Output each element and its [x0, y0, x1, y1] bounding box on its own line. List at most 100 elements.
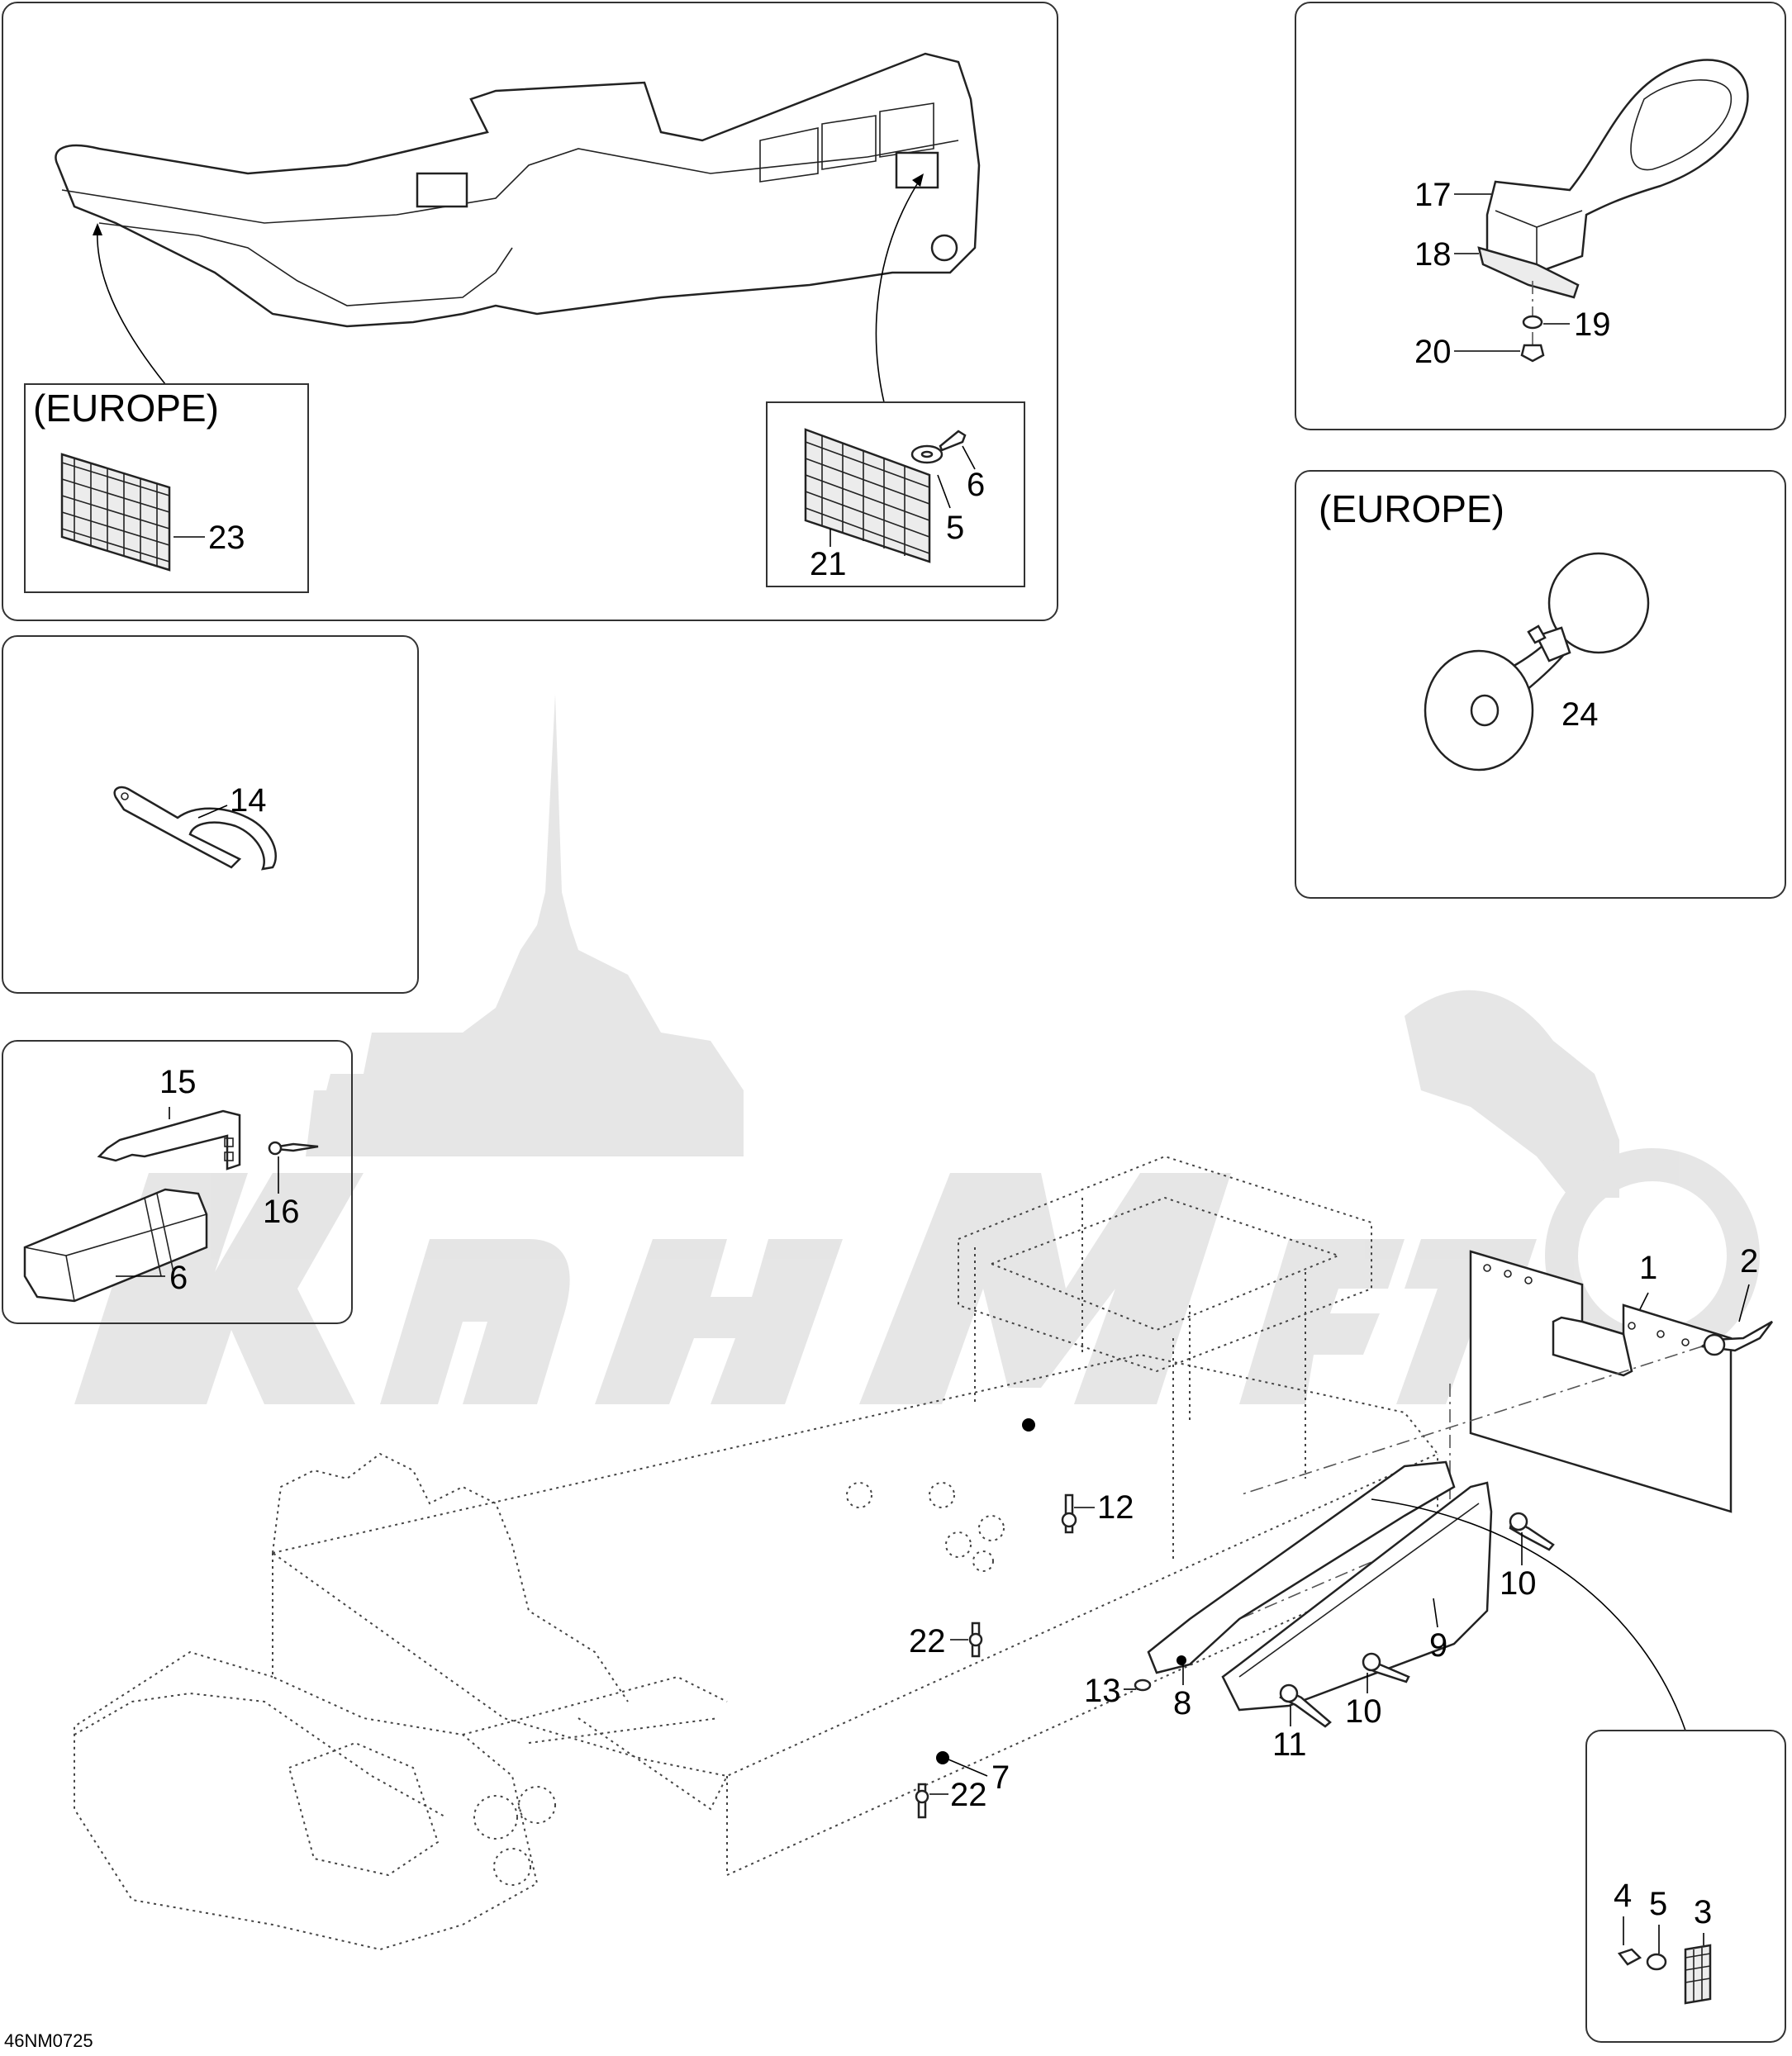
deflector-9-edge [1238, 1503, 1480, 1678]
arrow-head-left [93, 223, 102, 235]
rivet-22a-head [968, 1632, 983, 1647]
panel-horn: (EUROPE) 24 [1295, 470, 1786, 899]
panel-handle-frame [1295, 2, 1786, 430]
bumper-grid-slots [759, 102, 934, 183]
panel-toolbox-frame [2, 1040, 353, 1324]
flap-hole-4 [1628, 1322, 1636, 1330]
deflector-9 [1221, 1481, 1493, 1712]
rivet-10a-head [1509, 1512, 1528, 1531]
bracket-15 [97, 1109, 241, 1170]
mud-flap-cutout [1552, 1316, 1633, 1377]
flap-hole-3 [1524, 1276, 1533, 1284]
part-label-6b: 6 [169, 1260, 188, 1296]
washer-5b [1646, 1953, 1667, 1971]
bracket-hole-2 [224, 1151, 234, 1161]
part-label-22b: 22 [950, 1777, 987, 1813]
part-label-15: 15 [159, 1064, 197, 1100]
chassis-front-bar [74, 1692, 447, 1818]
reflector-21 [804, 428, 931, 563]
leader-to-reflector-box [1371, 1498, 1686, 1731]
bumper-hole [930, 234, 958, 262]
part-label-19: 19 [1574, 306, 1611, 343]
reflector-mount-left [416, 172, 468, 208]
rivet-16-head [268, 1141, 283, 1156]
part-label-22a: 22 [909, 1623, 946, 1660]
reflector-3-grid [1685, 1948, 1711, 2002]
chassis-steering-post [272, 1452, 629, 1702]
europe-label-1: (EUROPE) [33, 387, 219, 430]
part-label-10b: 10 [1345, 1693, 1382, 1730]
rivet-10b-head [1362, 1652, 1381, 1672]
panel-horn-frame [1295, 470, 1786, 899]
part-label-2: 2 [1740, 1243, 1758, 1280]
reflector-3 [1684, 1944, 1712, 2005]
chassis-front-box [74, 1553, 539, 1951]
tunnel-hole-4 [945, 1531, 972, 1558]
part-label-23: 23 [208, 520, 245, 556]
panel-handle: 17 18 19 20 [1295, 2, 1786, 430]
panel-reflector-rear-frame [1585, 1730, 1786, 2043]
bracket-hole-1 [224, 1137, 234, 1147]
panel-wrench-frame [2, 635, 419, 994]
washer-19 [1522, 315, 1543, 330]
rivet-12-head [1061, 1512, 1077, 1528]
chassis-tunnel-top [270, 1353, 1439, 1778]
europe-label-2: (EUROPE) [1319, 487, 1504, 530]
part-label-11: 11 [1272, 1726, 1307, 1763]
part-label-21: 21 [810, 546, 847, 582]
part-label-7: 7 [991, 1759, 1010, 1796]
part-label-13: 13 [1084, 1673, 1121, 1709]
leader-5 [937, 474, 951, 509]
handle-grip-opening [1630, 79, 1733, 171]
nut-20 [1520, 344, 1545, 363]
tunnel-hole-1 [846, 1482, 872, 1508]
part-label-16: 16 [263, 1194, 300, 1230]
part-label-12: 12 [1097, 1489, 1134, 1526]
watermark [74, 694, 1760, 1404]
panel-toolbox: 15 16 6 [2, 1040, 353, 1324]
chassis-tunnel-side [726, 1454, 1438, 1877]
panel-bumper: (EUROPE) 23 21 5 6 [2, 2, 1058, 621]
chassis-dot-7 [936, 1751, 949, 1764]
flap-hole-1 [1483, 1264, 1491, 1272]
diagram-code: 46NM0725 [4, 2030, 93, 2051]
reflector-23 [60, 453, 171, 572]
chassis-floor [462, 1675, 728, 1811]
part-label-18: 18 [1414, 236, 1452, 273]
arrow-to-reflector-box [875, 177, 922, 403]
part-label-5a: 5 [946, 510, 964, 546]
panel-bumper-frame [2, 2, 1058, 621]
washer-5-hole [920, 450, 934, 458]
chassis [74, 1155, 1439, 1951]
washer-13 [1134, 1679, 1152, 1692]
part-label-17: 17 [1414, 177, 1452, 213]
arrow-to-europe-box [96, 226, 166, 385]
panel-reflector-rear: 4 5 3 [1585, 1730, 1786, 2043]
part-label-5b: 5 [1649, 1886, 1667, 1922]
screw-4 [1617, 1948, 1642, 1966]
chassis-dot-1 [1022, 1418, 1035, 1432]
deflector-8-pin [1176, 1655, 1186, 1665]
rivet-11-head [1279, 1683, 1299, 1703]
part-label-9: 9 [1429, 1627, 1447, 1664]
tunnel-hole-3 [978, 1515, 1005, 1541]
spanner-14 [113, 786, 277, 871]
watermark-city-silhouette [306, 694, 744, 1156]
watermark-motorcycle [1405, 990, 1619, 1198]
rivet-22b-head [915, 1789, 929, 1804]
leader-14 [197, 805, 228, 819]
tunnel-hole-2 [929, 1482, 955, 1508]
bumper-lower-edge [61, 140, 959, 224]
chassis-hole-1 [473, 1795, 518, 1840]
chassis-hole-3 [493, 1848, 531, 1886]
flap-axis-line [1238, 1346, 1703, 1496]
tunnel-hole-5 [972, 1550, 994, 1572]
part-label-6a: 6 [967, 467, 985, 503]
part-label-20: 20 [1414, 334, 1452, 370]
leader-9 [1433, 1598, 1438, 1628]
leader-6a [962, 445, 976, 470]
tool-bag-6 [23, 1188, 208, 1303]
chassis-front-panel [288, 1741, 440, 1877]
bumper-step-left [98, 222, 513, 306]
